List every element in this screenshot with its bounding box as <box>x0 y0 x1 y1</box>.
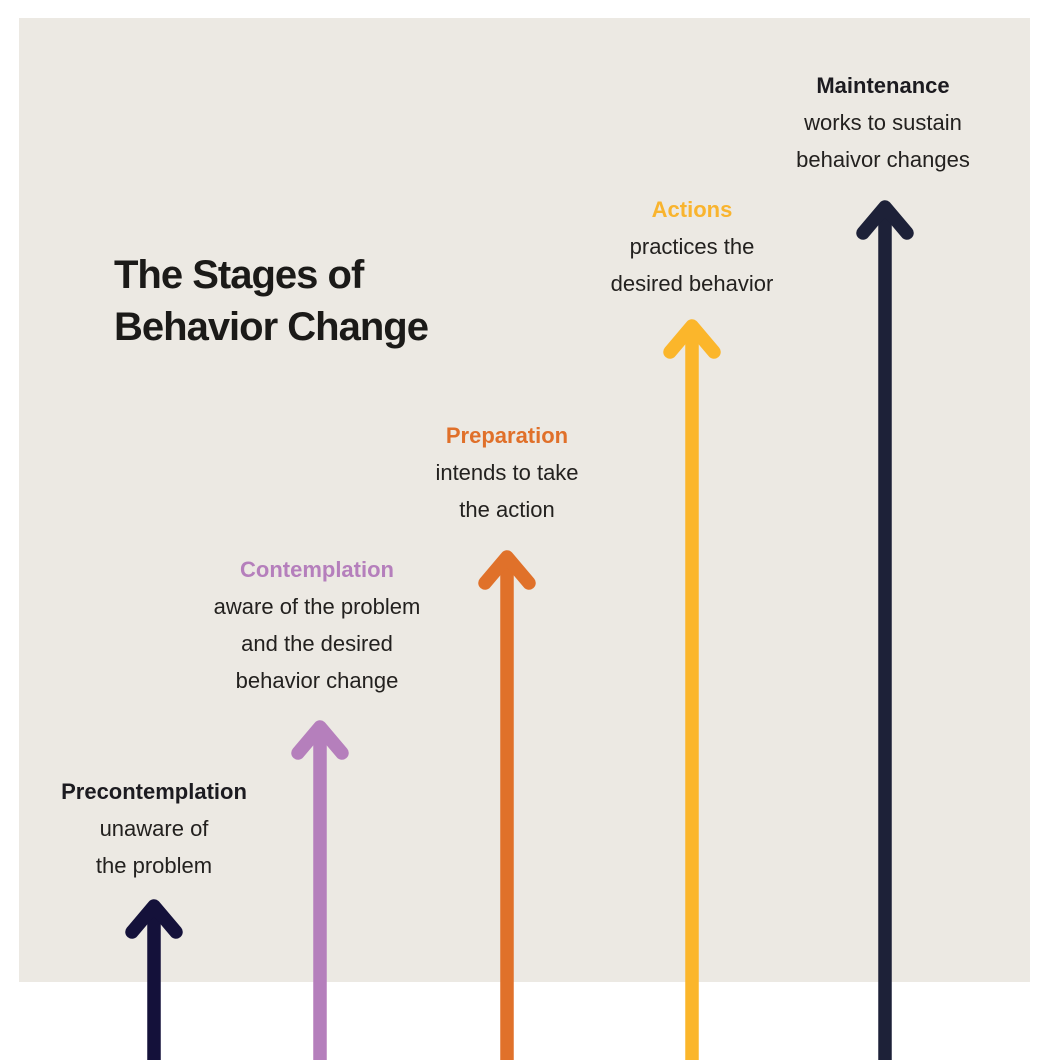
arrow-precontemplation-icon <box>125 899 183 1060</box>
page-title-line-1: The Stages of <box>114 253 364 297</box>
arrow-preparation-icon <box>478 550 536 1060</box>
stage-label-actions: Actions practices the desired behavior <box>611 191 774 302</box>
stage-desc-line: behavior change <box>235 668 399 693</box>
stage-desc-line: aware of the problem <box>213 594 421 619</box>
stage-name-maintenance: Maintenance <box>816 73 950 98</box>
stage-name-contemplation: Contemplation <box>239 557 394 582</box>
stage-desc-line: and the desired <box>241 631 393 656</box>
arrow-maintenance-icon <box>856 200 914 1060</box>
stage-label-preparation: Preparation intends to take the action <box>435 417 578 528</box>
stage-name-actions: Actions <box>651 197 733 222</box>
background-panel <box>19 18 1030 982</box>
page-title-line-2: Behavior Change <box>114 305 429 349</box>
stage-desc-line: practices the <box>629 234 755 259</box>
page-title: The Stages of Behavior Change <box>114 249 429 353</box>
arrow-contemplation-icon <box>291 720 349 1060</box>
stage-label-precontemplation: Precontemplation unaware of the problem <box>61 773 247 884</box>
stage-label-maintenance: Maintenance works to sustain behaivor ch… <box>796 67 970 178</box>
stage-desc-line: works to sustain <box>804 110 962 135</box>
stage-desc-line: intends to take <box>435 460 579 485</box>
stage-name-precontemplation: Precontemplation <box>61 779 247 804</box>
stage-desc-line: the problem <box>95 853 213 878</box>
stage-label-contemplation: Contemplation aware of the problem and t… <box>214 551 421 699</box>
stage-desc-line: desired behavior <box>610 271 774 296</box>
stage-desc-line: the action <box>459 497 555 522</box>
stage-desc-line: unaware of <box>99 816 209 841</box>
arrow-actions-icon <box>663 319 721 1060</box>
stage-name-preparation: Preparation <box>445 423 569 448</box>
stage-desc-line: behaivor changes <box>796 147 970 172</box>
